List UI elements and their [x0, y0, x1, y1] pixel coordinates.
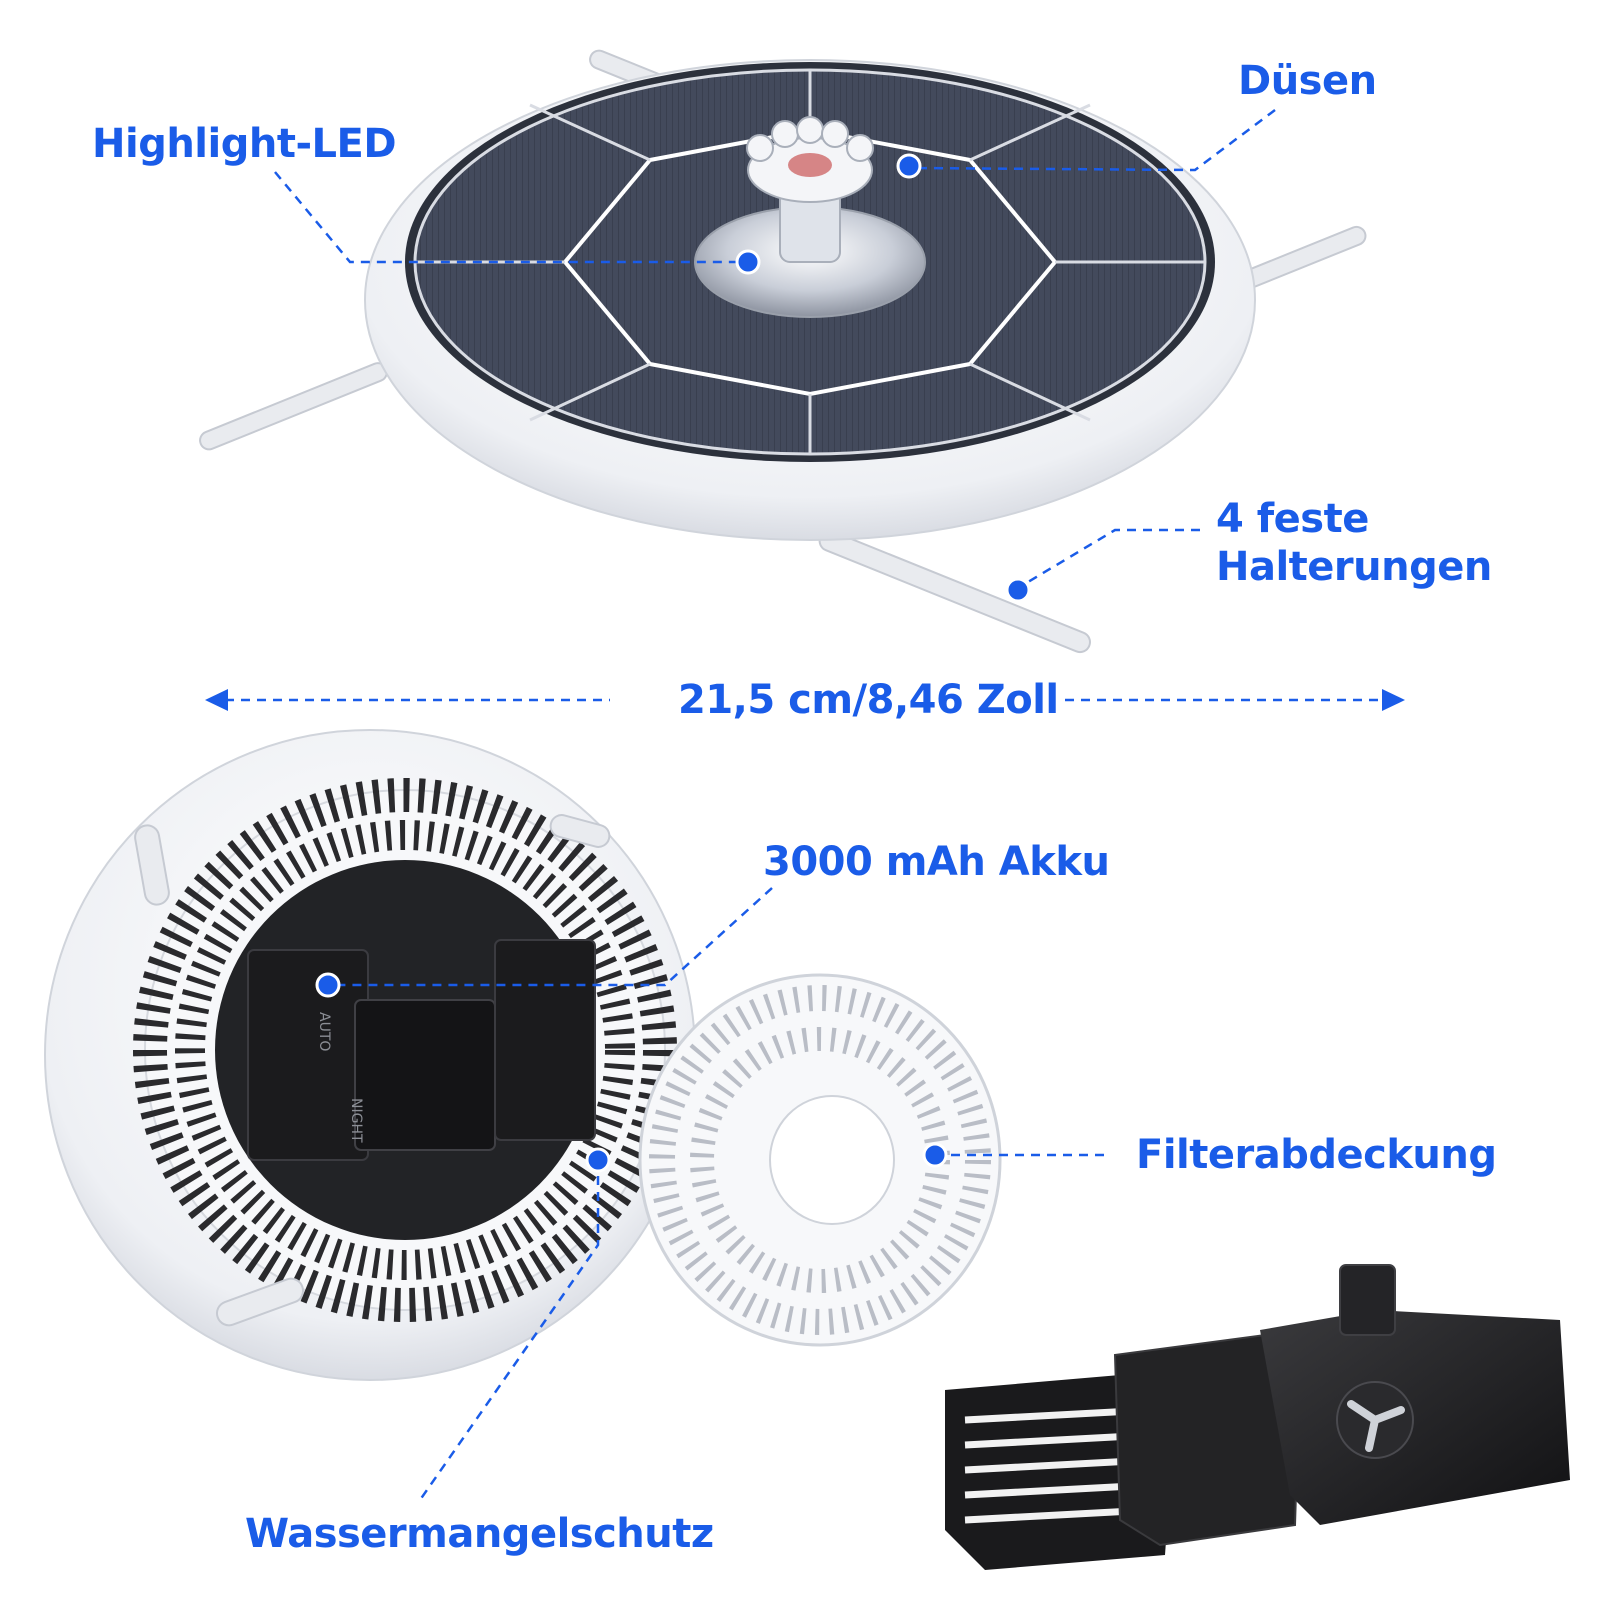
callout-dots: [315, 153, 1031, 1173]
label-wassermangelschutz: Wassermangelschutz: [245, 1511, 714, 1557]
dimension-arrows: [205, 689, 1405, 711]
vent-slots-outer: [133, 778, 677, 1322]
vent-slots-inner: [175, 820, 635, 1280]
label-halterungen-line1: 4 feste: [1216, 496, 1369, 542]
pump-body: [1260, 1310, 1570, 1525]
switch-label-auto: AUTO: [316, 1012, 332, 1051]
pump-impeller: [1347, 1400, 1405, 1452]
filter-slots-outer: [649, 985, 991, 1335]
callout-dot-duesen: [896, 153, 922, 179]
callout-dot-wassermangelschutz: [585, 1147, 611, 1173]
switch-label-night: NIGHT: [348, 1098, 364, 1143]
label-duesen: Düsen: [1238, 58, 1377, 104]
dimension-arrow-left: [205, 689, 228, 711]
control-module: [354, 999, 496, 1151]
callout-line-wassermangelschutz: [418, 1160, 600, 1501]
label-filterabdeckung: Filterabdeckung: [1136, 1132, 1497, 1178]
solar-fountain-underside: AUTO NIGHT: [44, 729, 696, 1381]
underside-rods: [134, 814, 611, 1327]
callout-dot-filterabdeckung: [922, 1142, 948, 1168]
filter-center: [769, 1095, 895, 1225]
dimension-arrow-right: [1382, 689, 1405, 711]
callouts: [225, 109, 1385, 1501]
solar-fountain-top: [199, 49, 1367, 654]
filter-cover: [638, 973, 1002, 1347]
support-rod-left: [199, 362, 388, 451]
pump-outlet: [1339, 1264, 1396, 1336]
callout-line-highlight-led: [274, 171, 745, 264]
label-halterungen-line2: Halterungen: [1216, 544, 1492, 590]
label-highlight-led: Highlight-LED: [92, 121, 397, 167]
callout-line-akku: [328, 887, 773, 987]
pump-parts: [945, 1264, 1570, 1570]
highlight-led-light: [788, 153, 832, 177]
callout-dot-halterungen: [1005, 577, 1031, 603]
support-rod-bottom: [818, 529, 1091, 654]
label-akku: 3000 mAh Akku: [763, 839, 1110, 885]
callout-dot-highlight-led: [735, 249, 761, 275]
water-shortage-sensor: [494, 939, 596, 1141]
label-dimension: 21,5 cm/8,46 Zoll: [678, 677, 1059, 723]
callout-dot-akku: [315, 972, 341, 998]
callout-line-halterungen: [1017, 528, 1200, 590]
callout-line-duesen: [907, 109, 1276, 172]
